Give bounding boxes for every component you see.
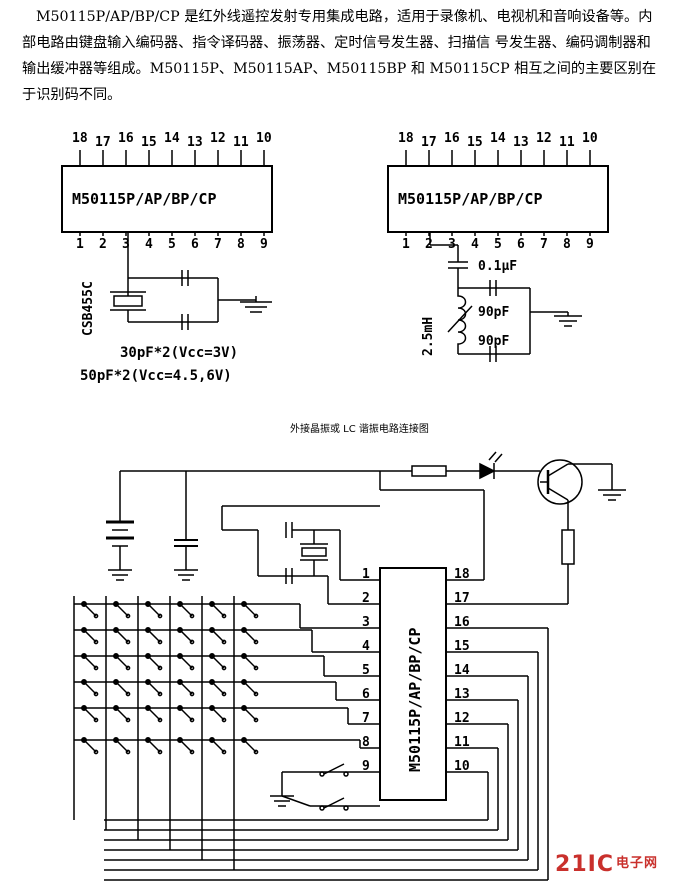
pin-number: 5: [362, 663, 370, 678]
right-chip-label: M50115P/AP/BP/CP: [398, 190, 543, 208]
pin-number: 10: [256, 131, 272, 146]
ground-icon: [174, 569, 198, 581]
pin-number: 16: [118, 131, 134, 146]
pin-number: 4: [145, 237, 153, 252]
pin-number: 6: [362, 687, 370, 702]
pin-number: 2: [362, 591, 370, 606]
pin-number: 15: [141, 135, 157, 150]
left-chip-label: M50115P/AP/BP/CP: [72, 190, 217, 208]
pin-number: 12: [536, 131, 552, 146]
keyboard-matrix: [73, 596, 380, 870]
ground-icon: [108, 569, 132, 581]
pin-number: 9: [586, 237, 594, 252]
pin-number: 6: [191, 237, 199, 252]
intro-paragraph: M50115P/AP/BP/CP 是红外线遥控发射专用集成电路，适用于录像机、电…: [22, 9, 657, 103]
pin-number: 11: [454, 735, 470, 750]
pin-number: 5: [494, 237, 502, 252]
pin-number: 8: [237, 237, 245, 252]
pin-number: 17: [95, 135, 111, 150]
pin-number: 9: [362, 759, 370, 774]
figure-caption: 外接晶振或 LC 谐振电路连接图: [290, 422, 429, 435]
resonator-label: CSB455C: [81, 281, 96, 336]
pin-number: 16: [444, 131, 460, 146]
pin-number: 4: [471, 237, 479, 252]
transistor-icon: [537, 459, 612, 530]
pin-number: 13: [187, 135, 203, 150]
ground-icon: [554, 315, 582, 327]
pin-number: 13: [513, 135, 529, 150]
base-resistor-icon: [561, 529, 575, 565]
pin-number: 18: [72, 131, 88, 146]
resistor-icon: [411, 465, 447, 477]
pin-number: 11: [559, 135, 575, 150]
cap-01uf-label: 0.1μF: [478, 259, 517, 274]
cap-90pf-label-2: 90pF: [478, 334, 509, 349]
pin-number: 14: [164, 131, 180, 146]
pin-number: 14: [454, 663, 470, 678]
pin-number: 7: [362, 711, 370, 726]
pin-number: 10: [582, 131, 598, 146]
cap-90pf-label-1: 90pF: [478, 305, 509, 320]
inductor-label: 2.5mH: [421, 317, 436, 356]
pin-number: 17: [454, 591, 470, 606]
pin-number: 7: [214, 237, 222, 252]
pin-number: 14: [490, 131, 506, 146]
mode-switches: [270, 763, 380, 811]
pin-number: 17: [421, 135, 437, 150]
bottom-chip-label: M50115P/AP/BP/CP: [406, 628, 424, 773]
pin-number: 4: [362, 639, 370, 654]
pin-number: 8: [563, 237, 571, 252]
pin-number: 16: [454, 615, 470, 630]
led-icon: [479, 451, 503, 480]
pin-number: 5: [168, 237, 176, 252]
crystal-icon: [113, 295, 143, 307]
pin-number: 18: [398, 131, 414, 146]
inductor-icon: [457, 288, 467, 354]
pin-number: 3: [122, 237, 130, 252]
pin-number: 18: [454, 567, 470, 582]
cap-note-1: 30pF*2(Vcc=3V): [120, 345, 238, 361]
pin-number: 12: [454, 711, 470, 726]
ground-icon: [240, 301, 272, 313]
crystal-icon: [301, 547, 327, 557]
left-resonator-circuit: CSB455C 30pF*2(Vcc=3V) 50pF*2(Vcc=4.5,6V…: [80, 232, 272, 384]
pin-number: 2: [99, 237, 107, 252]
pin-number: 15: [454, 639, 470, 654]
pin-number: 1: [362, 567, 370, 582]
pin-number: 3: [362, 615, 370, 630]
pin-number: 12: [210, 131, 226, 146]
pin-number: 13: [454, 687, 470, 702]
pin-number: 6: [517, 237, 525, 252]
pin-number: 1: [76, 237, 84, 252]
pin-number: 8: [362, 735, 370, 750]
ground-icon: [598, 489, 626, 501]
pin-number: 9: [260, 237, 268, 252]
pin-number: 15: [467, 135, 483, 150]
pin-number: 2: [425, 237, 433, 252]
pin-number: 1: [402, 237, 410, 252]
pin-number: 10: [454, 759, 470, 774]
right-lc-circuit: 0.1μF 2.5mH 90pF 90pF: [421, 232, 582, 362]
pin-number: 7: [540, 237, 548, 252]
pin-number: 11: [233, 135, 249, 150]
ground-icon: [270, 795, 294, 807]
cap-note-2: 50pF*2(Vcc=4.5,6V): [80, 368, 232, 384]
